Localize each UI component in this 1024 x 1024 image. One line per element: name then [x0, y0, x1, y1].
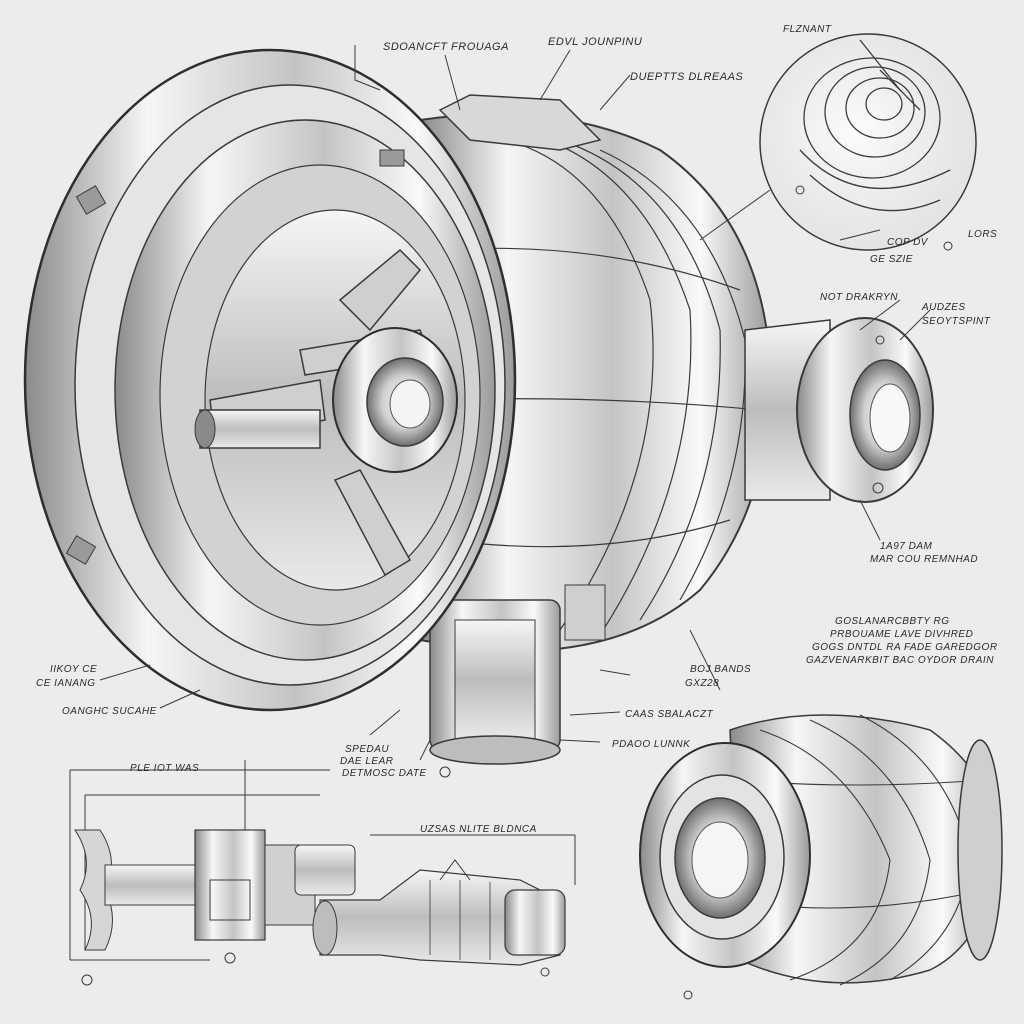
rim-notches	[65, 149, 405, 565]
note-block-line-2: PRBOUAME LAVE DIVHRED	[830, 629, 973, 640]
label-detail-note-3: GE SZIE	[870, 254, 913, 265]
main-housing	[23, 48, 934, 778]
label-mid-low-1b: GXZ28	[685, 678, 719, 689]
shaft	[199, 409, 321, 449]
label-schematic-a: PLE IOT WAS	[130, 763, 199, 774]
detail-view-top-right	[759, 33, 977, 251]
label-right-low-1: 1A97 DAM	[880, 541, 933, 552]
label-schematic-c: DAE LEAR	[340, 756, 393, 767]
bottom-mount	[429, 584, 606, 778]
label-right-mid-1: NOT DRAKRYN	[820, 292, 898, 303]
annotation-labels: SDOANCFT FROUAGA EDVL JOUNPINU DUEPTTS D…	[36, 24, 998, 835]
label-top-mid: EDVL JOUNPINU	[548, 36, 642, 48]
label-top-left: SDOANCFT FROUAGA	[383, 41, 509, 53]
label-left-mid-2: OANGHC SUCAHE	[62, 706, 157, 717]
outlet-flange	[744, 317, 934, 503]
label-schematic-d: DETMOSC DATE	[342, 768, 427, 779]
label-top-mid-2: DUEPTTS DLREAAS	[630, 71, 743, 83]
note-block-line-4: GAZVENARKBIT BAC OYDOR DRAIN	[806, 655, 994, 666]
top-bracket	[438, 94, 602, 151]
label-schematic-e: UZSAS NLITE BLDNCA	[420, 824, 537, 835]
label-right-mid-2b: SEOYTSPINT	[922, 316, 991, 327]
label-detail-title: FLZNANT	[783, 24, 832, 35]
label-mid-low-3: PDAOO LUNNK	[612, 739, 691, 750]
label-detail-note: LORS	[968, 229, 997, 240]
label-mid-low-2: CAAS SBALACZT	[625, 709, 714, 720]
label-left-mid-1b: CE IANANG	[36, 678, 96, 689]
cylinder-view-bottom-right	[639, 714, 1003, 1000]
label-mid-low-1a: BOJ BANDS	[690, 664, 751, 675]
label-schematic-b: SPEDAU	[345, 744, 389, 755]
label-right-mid-2a: AUDZES	[921, 302, 966, 313]
label-left-mid-1a: IIKOY CE	[50, 664, 97, 675]
leader-lines	[99, 45, 931, 761]
note-block-line-3: GOGS DNTDL RA FADE GAREDGOR	[812, 642, 998, 653]
label-right-low-2: MAR COU REMNHAD	[870, 554, 978, 565]
note-block-line-1: GOSLANARCBBTY RG	[835, 616, 950, 627]
schematic-bottom-left	[69, 760, 576, 986]
label-detail-note-2: COP DV	[887, 237, 929, 248]
